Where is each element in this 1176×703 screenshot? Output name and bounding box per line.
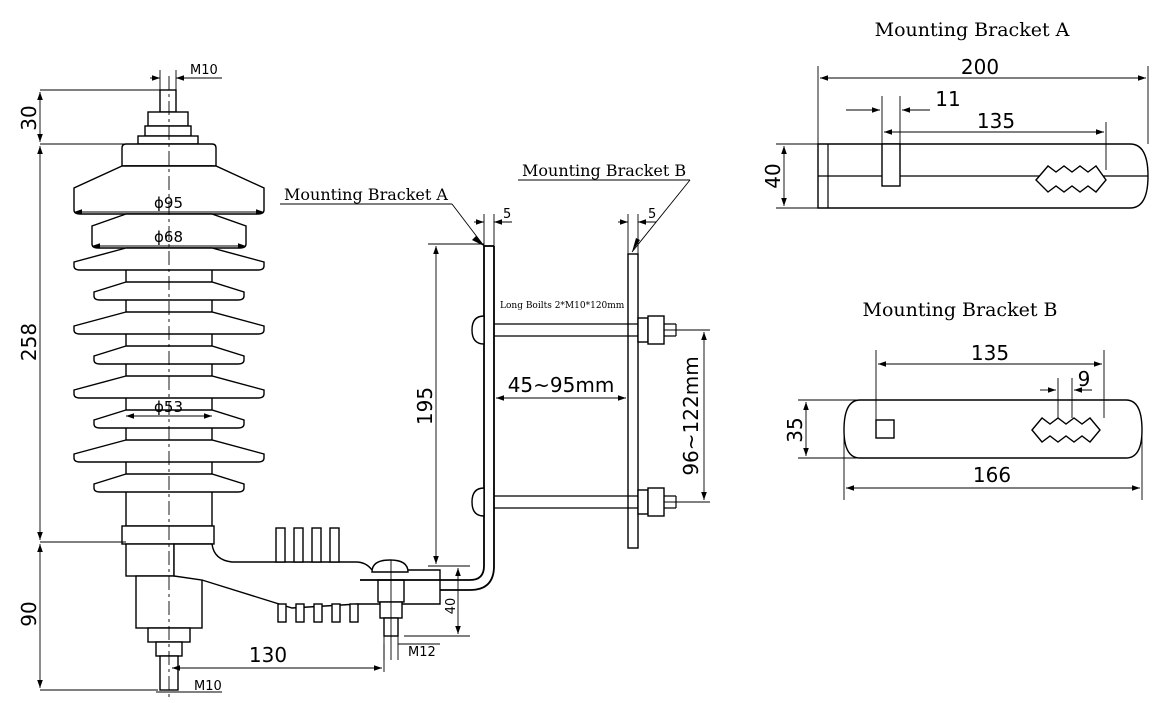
dim-bracket-a-spacing: 135 xyxy=(977,109,1015,133)
dim-body-height: 258 xyxy=(17,323,41,361)
dim-top-thread: M10 xyxy=(190,63,218,78)
dim-foot-height: 40 xyxy=(444,598,459,615)
surge-arrester xyxy=(73,76,265,700)
bracket-b-detail: Mounting Bracket B 135 9 35 166 xyxy=(783,299,1143,500)
dim-bottom-thread: M10 xyxy=(194,679,222,694)
dim-top-height: 30 xyxy=(17,105,41,130)
arrester-sheds xyxy=(73,165,265,493)
main-dimensions: M10 30 258 90 ϕ95 ϕ68 ϕ53 130 M10 M12 xyxy=(17,63,710,694)
dim-bracket-b-spacing: 135 xyxy=(971,341,1009,365)
dim-diameter-68: ϕ68 xyxy=(154,228,183,246)
dim-bracket-a-slot: 11 xyxy=(935,87,960,111)
dim-reach: 130 xyxy=(249,643,287,667)
dim-bracket-b-length: 166 xyxy=(973,463,1011,487)
mounting-bracket-assembly xyxy=(360,245,677,591)
dim-bracket-height: 195 xyxy=(413,387,437,425)
title-bracket-a: Mounting Bracket A xyxy=(875,19,1070,41)
dim-bracket-b-slot: 9 xyxy=(1078,367,1091,391)
dim-base-height: 90 xyxy=(17,601,41,626)
callout-bolts: Long Boilts 2*M10*120mm xyxy=(500,301,625,311)
dim-plate-b: 5 xyxy=(648,207,656,222)
dim-ground-thread: M12 xyxy=(408,645,436,660)
dim-gap: 45~95mm xyxy=(508,373,615,397)
dim-diameter-53: ϕ53 xyxy=(154,398,183,416)
dim-pole-diameter: 96~122mm xyxy=(679,356,703,475)
dim-bracket-a-height: 40 xyxy=(761,163,785,188)
title-bracket-b: Mounting Bracket B xyxy=(863,299,1058,321)
dim-bracket-a-length: 200 xyxy=(961,55,999,79)
callout-bracket-a: Mounting Bracket A xyxy=(284,185,448,204)
dim-diameter-95: ϕ95 xyxy=(154,194,183,212)
disconnector-arm xyxy=(173,527,441,660)
bracket-a-detail: Mounting Bracket A 200 11 135 40 xyxy=(761,19,1149,209)
dim-plate-a: 5 xyxy=(503,207,511,222)
callout-bracket-b: Mounting Bracket B xyxy=(522,161,686,180)
dim-bracket-b-height: 35 xyxy=(783,417,807,442)
